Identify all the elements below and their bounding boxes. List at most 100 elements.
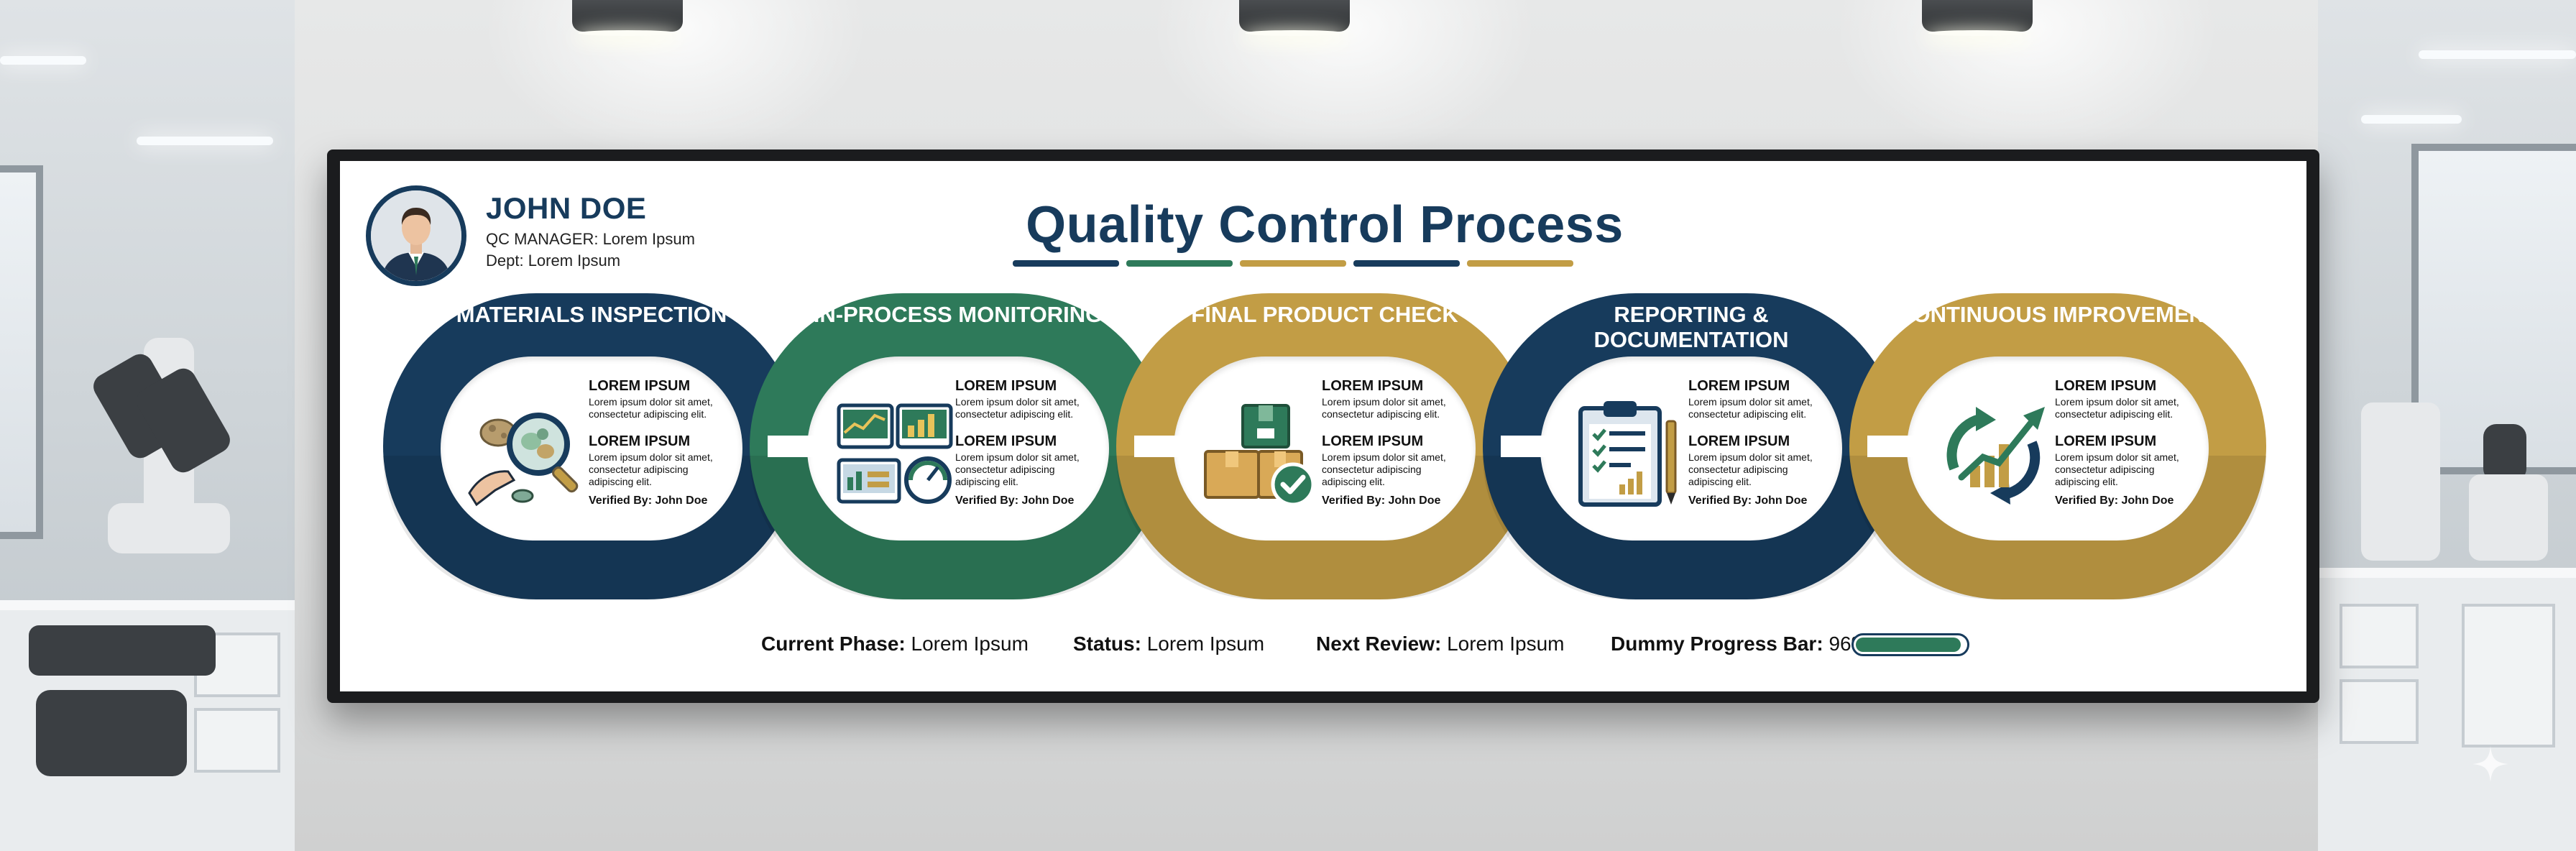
chain-link xyxy=(768,436,818,457)
item-title: LOREM IPSUM xyxy=(1322,433,1424,449)
stage-heading: MATERIALS INSPECTION xyxy=(456,302,727,327)
item-title: LOREM IPSUM xyxy=(2055,378,2157,394)
item-body: Lorem ipsum dolor sit amet, consectetur … xyxy=(589,396,713,420)
stage-heading: IN-PROCESS MONITORING xyxy=(813,302,1103,327)
item-title: LOREM IPSUM xyxy=(955,378,1057,394)
lab-background-right xyxy=(2318,0,2576,851)
stage-card: LOREM IPSUM Lorem ipsum dolor sit amet, … xyxy=(441,356,742,540)
person-icon xyxy=(371,190,461,281)
ceiling-spotlight xyxy=(1239,0,1350,36)
stage-text: LOREM IPSUM Lorem ipsum dolor sit amet, … xyxy=(955,378,1099,508)
lab-equipment xyxy=(2361,402,2440,561)
next-review: Next Review: Lorem Ipsum xyxy=(1316,632,1564,656)
verified-by: Verified By: John Doe xyxy=(1688,494,1808,507)
boxes-check-icon xyxy=(1200,400,1320,507)
item-title: LOREM IPSUM xyxy=(1688,378,1790,394)
microscope-base xyxy=(36,690,187,776)
growth-cycle-icon xyxy=(1933,400,2053,507)
lab-equipment xyxy=(2469,474,2548,561)
item-body: Lorem ipsum dolor sit amet, consectetur … xyxy=(955,451,1080,487)
stage-reporting-documentation[interactable]: REPORTING & DOCUMENTATION xyxy=(1483,293,1900,599)
avatar xyxy=(366,185,466,286)
stage-heading: CONTINUOUS IMPROVEMENT xyxy=(1897,302,2219,327)
current-phase-label: Current Phase: xyxy=(761,632,906,655)
stage-card: LOREM IPSUM Lorem ipsum dolor sit amet, … xyxy=(1174,356,1476,540)
profile-dept: Dept: Lorem Ipsum xyxy=(486,252,621,270)
stage-final-product-check[interactable]: FINAL PRODUCT CHECK xyxy=(1116,293,1533,599)
next-review-value: Lorem Ipsum xyxy=(1447,632,1565,655)
ceiling-light xyxy=(2419,50,2576,59)
stage-continuous-improvement[interactable]: CONTINUOUS IMPROVEMENT xyxy=(1849,293,2266,599)
item-title: LOREM IPSUM xyxy=(955,433,1057,449)
item-title: LOREM IPSUM xyxy=(589,378,691,394)
stage-text: LOREM IPSUM Lorem ipsum dolor sit amet, … xyxy=(2055,378,2199,508)
progress-bar xyxy=(1852,633,1969,656)
chain-link xyxy=(1867,436,1918,457)
item-title: LOREM IPSUM xyxy=(1688,433,1790,449)
window xyxy=(0,165,43,539)
drawer xyxy=(194,708,280,773)
status: Status: Lorem Ipsum xyxy=(1073,632,1264,656)
verified-by: Verified By: John Doe xyxy=(955,494,1075,507)
item-body: Lorem ipsum dolor sit amet, consectetur … xyxy=(1322,396,1446,420)
magnifier-materials-icon xyxy=(466,400,587,507)
drawer xyxy=(2340,679,2419,744)
stage-text: LOREM IPSUM Lorem ipsum dolor sit amet, … xyxy=(589,378,732,508)
title-bar-segment xyxy=(1126,260,1233,267)
stage-in-process-monitoring[interactable]: IN-PROCESS MONITORING xyxy=(750,293,1167,599)
stage-card: LOREM IPSUM Lorem ipsum dolor sit amet, … xyxy=(1540,356,1842,540)
profile-name: JOHN DOE xyxy=(486,191,647,225)
item-body: Lorem ipsum dolor sit amet, consectetur … xyxy=(2055,451,2179,487)
ceiling-light xyxy=(0,56,86,65)
sparkle-icon xyxy=(2472,746,2508,782)
stage-materials-inspection[interactable]: MATERIALS INSPECTION xyxy=(383,293,800,599)
stage-card: LOREM IPSUM Lorem ipsum dolor sit amet, … xyxy=(807,356,1109,540)
current-phase-value: Lorem Ipsum xyxy=(911,632,1029,655)
stage-text: LOREM IPSUM Lorem ipsum dolor sit amet, … xyxy=(1322,378,1466,508)
chain-link xyxy=(1134,436,1184,457)
item-title: LOREM IPSUM xyxy=(1322,378,1424,394)
cabinet-door xyxy=(2462,604,2555,748)
progress-label: Dummy Progress Bar: xyxy=(1611,632,1823,655)
item-body: Lorem ipsum dolor sit amet, consectetur … xyxy=(2055,396,2179,420)
progress: Dummy Progress Bar: 96% xyxy=(1611,632,1869,656)
clipboard-report-icon xyxy=(1566,400,1687,507)
lab-background-left xyxy=(0,0,295,851)
title-bar-segment xyxy=(1240,260,1346,267)
process-chain: MATERIALS INSPECTION xyxy=(383,293,2298,599)
ceiling-spotlight xyxy=(572,0,683,36)
item-body: Lorem ipsum dolor sit amet, consectetur … xyxy=(1688,451,1813,487)
title-underline xyxy=(1013,260,1573,267)
title-bar-segment xyxy=(1353,260,1460,267)
monitoring-dashboard-icon xyxy=(833,400,954,507)
stage-text: LOREM IPSUM Lorem ipsum dolor sit amet, … xyxy=(1688,378,1832,508)
stage-card: LOREM IPSUM Lorem ipsum dolor sit amet, … xyxy=(1907,356,2209,540)
stage-heading: REPORTING & DOCUMENTATION xyxy=(1593,302,1789,352)
item-body: Lorem ipsum dolor sit amet, consectetur … xyxy=(955,396,1080,420)
verified-by: Verified By: John Doe xyxy=(589,494,708,507)
verified-by: Verified By: John Doe xyxy=(2055,494,2174,507)
title-bar-segment xyxy=(1467,260,1573,267)
current-phase: Current Phase: Lorem Ipsum xyxy=(761,632,1029,656)
title-bar-segment xyxy=(1013,260,1119,267)
progress-bar-fill xyxy=(1856,638,1961,652)
item-body: Lorem ipsum dolor sit amet, consectetur … xyxy=(1688,396,1813,420)
item-title: LOREM IPSUM xyxy=(589,433,691,449)
microscope-head xyxy=(108,503,230,553)
item-body: Lorem ipsum dolor sit amet, consectetur … xyxy=(1322,451,1446,487)
ceiling-light xyxy=(2361,115,2462,124)
item-title: LOREM IPSUM xyxy=(2055,433,2157,449)
ceiling-spotlight xyxy=(1922,0,2033,36)
stage-heading: FINAL PRODUCT CHECK xyxy=(1191,302,1458,327)
drawer xyxy=(2340,604,2419,668)
microscope-stage xyxy=(29,625,216,676)
status-value: Lorem Ipsum xyxy=(1146,632,1265,655)
microscope-eyepiece xyxy=(2483,424,2526,482)
profile-role: QC MANAGER: Lorem Ipsum xyxy=(486,230,695,248)
status-label: Status: xyxy=(1073,632,1141,655)
page-title: Quality Control Process xyxy=(1026,196,1624,254)
verified-by: Verified By: John Doe xyxy=(1322,494,1441,507)
display-screen: JOHN DOE QC MANAGER: Lorem Ipsum Dept: L… xyxy=(340,161,2306,691)
ceiling-light xyxy=(137,137,273,145)
